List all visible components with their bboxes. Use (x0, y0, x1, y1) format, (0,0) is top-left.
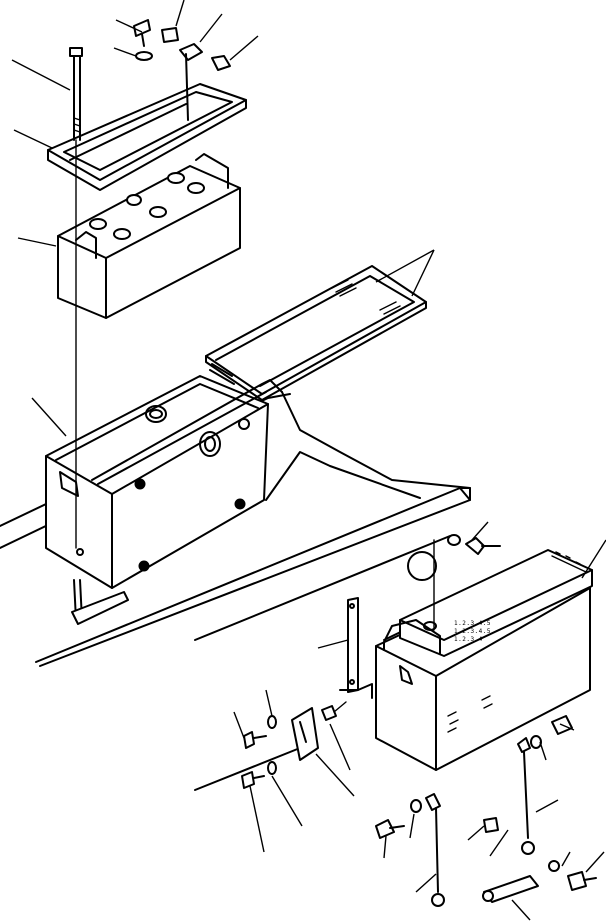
battery-label-line-2: 1.2.3.4.5 (454, 628, 492, 635)
leader-lines (11, 0, 606, 921)
ground-strap (482, 875, 539, 903)
battery-label-line-3: 1.2.3.4 (454, 636, 483, 643)
top-hardware (133, 19, 231, 121)
frame-holes (407, 539, 437, 631)
battery-hold-down-bolt (69, 47, 83, 549)
battery-upper (57, 153, 241, 319)
battery-hold-down-frame (47, 83, 247, 191)
battery-box-left (45, 375, 471, 625)
battery-cable (425, 737, 535, 907)
battery-label-line-1: 1.2.3.4.5 (454, 620, 492, 627)
battery-box-cover-right (205, 265, 427, 401)
battery-right (383, 549, 593, 657)
lower-left-hardware (241, 715, 277, 789)
mounting-bracket (339, 597, 373, 699)
latch-assembly (291, 701, 347, 761)
lower-right-hardware (375, 534, 597, 891)
